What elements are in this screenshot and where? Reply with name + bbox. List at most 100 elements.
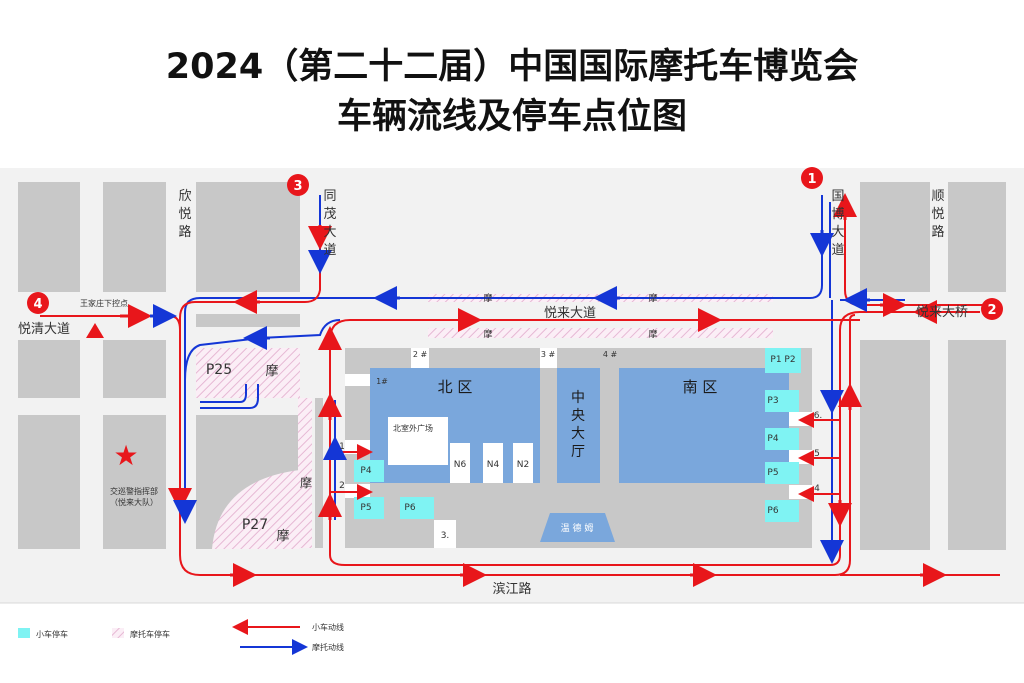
parking-p27-label: P27 xyxy=(242,517,268,533)
moto-parking-strip xyxy=(298,398,312,548)
entrance-2-number: 2 xyxy=(987,303,996,318)
gate-right-4-label: 4 xyxy=(814,484,820,494)
building-block xyxy=(948,182,1006,292)
parking-p4-right-label: P4 xyxy=(767,434,778,444)
building-block xyxy=(103,340,166,398)
hall-n2-label: N2 xyxy=(517,460,529,470)
gate-4-label: 4 # xyxy=(603,350,618,359)
parking-p25-moto-label: 摩 xyxy=(265,363,278,379)
parking-p5-right xyxy=(765,462,799,484)
building-block xyxy=(103,182,166,292)
building-block xyxy=(18,415,80,549)
hall-n2 xyxy=(513,443,533,483)
gate-3-label: 3 # xyxy=(541,350,556,359)
parking-p4-left xyxy=(354,460,384,482)
gate-left-1-label: 1 xyxy=(339,442,345,452)
median-strip xyxy=(315,398,323,548)
building-block xyxy=(18,340,80,398)
entrance-3-number: 3 xyxy=(293,179,302,194)
entrance-1-badge xyxy=(801,167,823,189)
legend-moto-flow-label: 摩托动线 xyxy=(312,642,344,652)
building-block xyxy=(948,340,1006,550)
central-hall-label: 中央大厅 xyxy=(571,390,585,460)
gate-left-3 xyxy=(434,520,456,548)
entrance-2-badge xyxy=(981,298,1003,320)
parking-p6-left-label: P6 xyxy=(404,503,415,513)
parking-p3-label: P3 xyxy=(767,396,778,406)
entrance-4-badge xyxy=(27,292,49,314)
gate-left-3-label: 3. xyxy=(441,531,450,541)
road-tongmao-label: 同茂大道 xyxy=(323,189,336,258)
moto-strip-label: 摩 xyxy=(483,292,492,304)
hall-n4-label: N4 xyxy=(487,460,500,470)
car-route-2 xyxy=(839,311,980,555)
moto-route-main xyxy=(184,195,823,390)
south-hall-label: 南 区 xyxy=(683,378,718,396)
p27-moto-parking xyxy=(212,470,300,549)
moto-strip-label: 摩 xyxy=(483,328,492,340)
p25-moto-parking xyxy=(196,348,300,398)
central-hall xyxy=(557,368,600,483)
parking-p6-right-label: P6 xyxy=(767,506,778,516)
police-block xyxy=(103,415,166,549)
parking-p3 xyxy=(765,390,799,412)
wendemu-hotel xyxy=(540,513,615,542)
gate-left-2-label: 2 xyxy=(339,481,345,491)
hall-n4 xyxy=(483,443,503,483)
gate-3 xyxy=(540,348,557,368)
parking-p1p2-label: P1 P2 xyxy=(770,355,795,365)
north-hall-label: 北 区 xyxy=(438,378,473,396)
parking-p25-label: P25 xyxy=(206,362,232,378)
police-star-icon: ★ xyxy=(113,439,138,472)
parking-p6-left xyxy=(400,497,434,519)
legend-car-flow-label: 小车动线 xyxy=(312,622,344,632)
legend-moto-parking-swatch xyxy=(112,628,124,638)
road-shunyue-label: 顺悦路 xyxy=(931,189,944,240)
road-guobo-label: 国博大道 xyxy=(831,189,844,258)
building-block xyxy=(196,182,300,292)
map-title-line1: 2024（第二十二届）中国国际摩托车博览会 xyxy=(165,47,859,87)
gate-1-label: 1# xyxy=(376,377,388,386)
legend-car-parking-label: 小车停车 xyxy=(36,629,68,639)
hall-n6 xyxy=(450,443,470,483)
gate-2 xyxy=(411,348,429,368)
parking-p27-moto-label: 摩 xyxy=(276,528,289,544)
moto-route-p25 xyxy=(200,384,259,409)
map-title-line2: 车辆流线及停车点位图 xyxy=(336,97,687,137)
parking-p4-left-label: P4 xyxy=(360,466,371,476)
entrance-1-number: 1 xyxy=(807,172,816,187)
moto-strip-label: 摩 xyxy=(300,475,312,490)
building-block xyxy=(18,182,80,292)
median-strip xyxy=(196,314,300,327)
entrance-3-badge xyxy=(287,174,309,196)
south-hall xyxy=(619,368,789,483)
parking-p5-right-label: P5 xyxy=(767,468,778,478)
gate-right-4 xyxy=(789,485,812,499)
road-binjiang-label: 滨江路 xyxy=(492,581,531,597)
parking-p5-left xyxy=(354,497,384,519)
road-yueqing-label: 悦清大道 xyxy=(18,322,70,337)
control-point-icon xyxy=(86,323,104,338)
road-yuelai-bridge-label: 悦来大桥 xyxy=(916,305,968,320)
moto-strip-label: 摩 xyxy=(648,328,657,340)
wendemu-label: 温 德 姆 xyxy=(561,522,594,534)
gate-2-label: 2 # xyxy=(413,350,428,359)
legend-moto-parking-label: 摩托车停车 xyxy=(130,629,170,639)
hall-n6-label: N6 xyxy=(454,460,467,470)
gate-right-5-label: 5 xyxy=(814,449,820,459)
gate-right-6-label: 6. xyxy=(814,411,823,421)
road-xinyue-label: 欣悦路 xyxy=(178,189,191,240)
parking-p1-p2 xyxy=(765,348,801,373)
parking-p6-right xyxy=(765,500,799,522)
police-label: 交巡警指挥部 xyxy=(110,486,158,496)
police-sub-label: （悦来大队） xyxy=(110,497,158,507)
outdoor-plaza-label: 北室外广场 xyxy=(393,423,433,433)
north-outdoor-plaza xyxy=(388,417,448,465)
legend-car-parking-swatch xyxy=(18,628,30,638)
gate-1 xyxy=(345,374,370,386)
entrance-4-number: 4 xyxy=(33,297,42,312)
moto-parking-strip xyxy=(428,328,773,338)
parking-p4-right xyxy=(765,428,799,450)
wangjiazhuang-label: 王家庄下控点 xyxy=(80,298,128,308)
